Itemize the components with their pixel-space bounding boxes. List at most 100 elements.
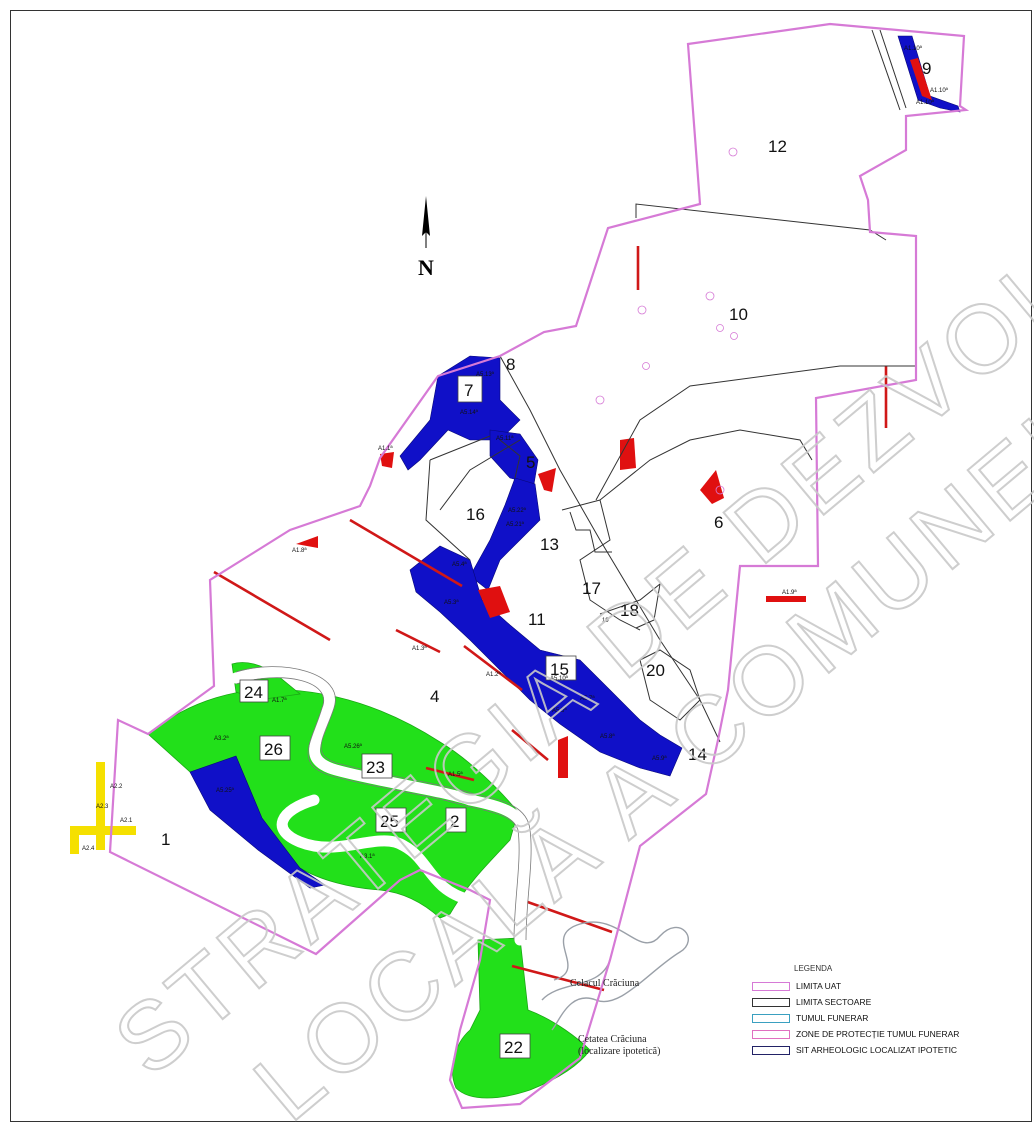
- site-code-label: A1.7ª: [272, 697, 287, 704]
- site-code-label: A1.2ª: [486, 671, 501, 678]
- site-code-label: A5.25ª: [216, 787, 235, 794]
- red-line-a3-2: [521, 898, 613, 934]
- sector-label-1: 1: [161, 830, 170, 849]
- red-zone-5: [538, 468, 556, 492]
- sector-label-11: 11: [528, 610, 546, 629]
- site-code-labels: A1.10ª A1.10ª A1.10ª A5.13ª A5.14ª A5.11…: [82, 45, 949, 860]
- sector-label-9: 9: [922, 59, 931, 78]
- site-code-label: A1.9ª: [782, 589, 797, 596]
- site-code-label: A1.10ª: [916, 99, 935, 106]
- red-zone-11: [478, 586, 510, 618]
- north-arrow-icon: [422, 196, 430, 236]
- north-arrow: N: [418, 196, 434, 280]
- legend-swatch: [752, 1013, 790, 1023]
- legend-swatch: [752, 997, 790, 1007]
- site-code-label: A1.10ª: [904, 45, 923, 52]
- tumulus-icon: [730, 332, 738, 340]
- sector-label-8: 8: [506, 355, 515, 374]
- site-code-label: A5.8ª: [600, 733, 615, 740]
- sector-label-20: 20: [646, 661, 665, 680]
- sector-label-12: 12: [768, 137, 787, 156]
- site-code-label: A2.2: [110, 784, 123, 790]
- sector-label-2: 2: [450, 812, 459, 831]
- legend-title: LEGENDA: [794, 964, 833, 973]
- tumuli: [595, 147, 738, 495]
- road-edges: [235, 666, 532, 941]
- site-code-label: A5.3ª: [444, 599, 459, 606]
- tumulus-icon: [637, 305, 647, 315]
- uat-boundary: [108, 22, 970, 1110]
- sector-label-4: 4: [430, 687, 439, 706]
- tumulus-icon: [716, 324, 724, 332]
- sector-label-13: 13: [540, 535, 559, 554]
- sector-boundaries: [425, 29, 916, 743]
- sector-label-18: 18: [620, 601, 639, 620]
- site-code-label: A5.13ª: [476, 371, 495, 378]
- legend-swatch: [752, 1045, 790, 1055]
- legend: LEGENDA LIMITA UAT LIMITA SECTOARE TUMUL…: [752, 964, 992, 1061]
- legend-swatch: [752, 1029, 790, 1039]
- red-line-a1-6: [349, 518, 463, 588]
- fortress-note-label: (localizare ipotetică): [578, 1046, 660, 1057]
- red-line-a1-4: [511, 729, 549, 761]
- site-code-label: A5.7ª: [580, 695, 595, 702]
- legend-label: SIT ARHEOLOGIC LOCALIZAT IPOTETIC: [796, 1045, 958, 1055]
- red-zone-a1-8: [296, 536, 318, 548]
- red-zone-a1-13: [620, 438, 636, 470]
- sector-label-16: 16: [466, 505, 485, 524]
- sector-label-26: 26: [264, 740, 283, 759]
- site-code-label: A1.1ª: [378, 445, 393, 452]
- fortress-label: Cetatea Crăciuna: [578, 1034, 647, 1045]
- legend-label: ZONE DE PROTECȚIE TUMUL FUNERAR: [796, 1029, 960, 1039]
- site-code-label: A1.3ª: [412, 645, 427, 652]
- sector-label-24: 24: [244, 683, 263, 702]
- site-code-label: A5.5ª: [552, 707, 567, 714]
- red-line-a1-15: [425, 766, 475, 782]
- site-code-label: A5.14ª: [460, 409, 479, 416]
- legend-label: TUMUL FUNERAR: [796, 1013, 869, 1023]
- sector-label-23: 23: [366, 758, 385, 777]
- red-zone-a1-1: [380, 452, 394, 468]
- sector-labels: 1 2 4 5 6 7 8 9 10 11 12 13 14 15 16 17 …: [161, 59, 931, 1059]
- site-code-label: A5.10ª: [550, 675, 569, 682]
- sector-label-5: 5: [526, 453, 535, 472]
- red-line-a1-2: [463, 644, 523, 692]
- legend-item-protection: ZONE DE PROTECȚIE TUMUL FUNERAR: [752, 1029, 992, 1039]
- site-code-label: A3.2ª: [214, 735, 229, 742]
- legend-label: LIMITA SECTOARE: [796, 997, 872, 1007]
- legend-label: LIMITA UAT: [796, 981, 842, 991]
- yellow-zone: [70, 762, 136, 854]
- sector-label-19: 19: [602, 618, 609, 624]
- river-network: [541, 921, 689, 1031]
- site-code-label: A5.21ª: [506, 521, 525, 528]
- site-code-label: A3.1ª: [360, 853, 375, 860]
- blue-zone-9: [897, 35, 961, 113]
- site-code-label: A5.26ª: [344, 743, 363, 750]
- site-code-label: A5.4ª: [452, 561, 467, 568]
- yellow-bar-horizontal: [70, 826, 136, 835]
- sector-label-22: 22: [504, 1038, 523, 1057]
- site-code-label: A5.9ª: [652, 755, 667, 762]
- red-zone-6: [700, 470, 724, 504]
- legend-item-tumulus: TUMUL FUNERAR: [752, 1013, 992, 1023]
- red-lines: [213, 246, 888, 992]
- red-zones: [296, 58, 932, 778]
- site-code-label: A2.1: [120, 818, 133, 824]
- site-code-label: A1.8ª: [292, 547, 307, 554]
- yellow-bar-vertical: [96, 762, 105, 850]
- red-zone-a1-9: [766, 596, 806, 602]
- lake-label: Celacul Crăciuna: [570, 978, 640, 989]
- site-code-label: A1.5ª: [448, 771, 463, 778]
- map-frame: [10, 10, 1032, 1122]
- north-label: N: [418, 255, 434, 280]
- sector-label-14: 14: [688, 745, 707, 764]
- red-zone-a1-5: [558, 736, 568, 778]
- yellow-bar-foot: [70, 826, 79, 854]
- tumulus-icon: [715, 485, 725, 495]
- legend-item-uat: LIMITA UAT: [752, 981, 992, 991]
- sector-label-15: 15: [550, 660, 569, 679]
- blue-zone-16: [469, 477, 541, 591]
- site-code-label: A5.11ª: [496, 435, 514, 442]
- site-code-label: A5.22ª: [508, 507, 527, 514]
- sector-label-7: 7: [464, 381, 473, 400]
